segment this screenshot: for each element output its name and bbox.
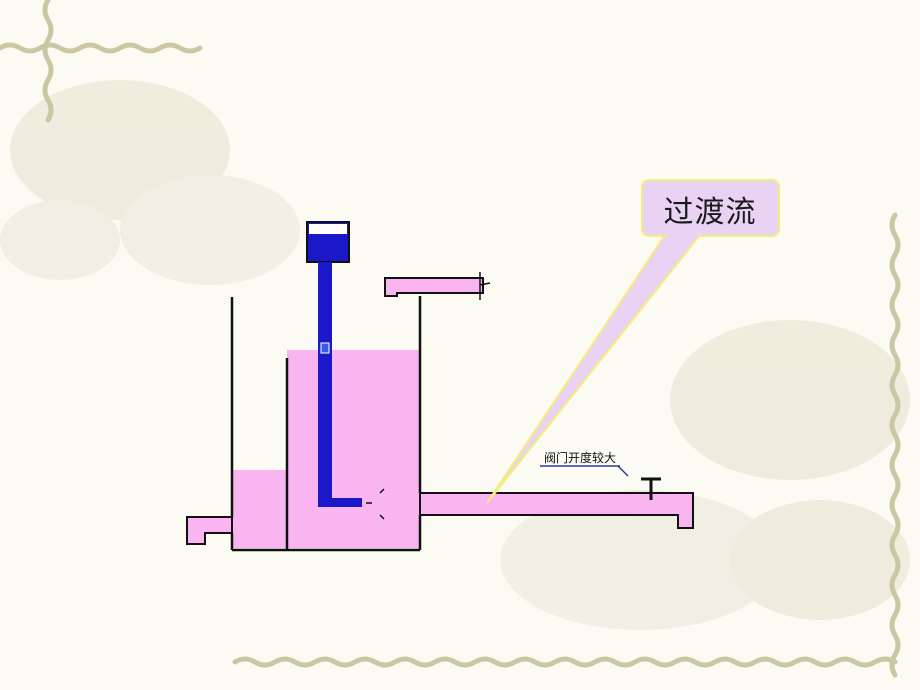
leaf-shape bbox=[730, 500, 910, 620]
leaf-shape bbox=[0, 200, 120, 280]
dye-nozzle bbox=[318, 498, 362, 507]
dye-tube bbox=[318, 262, 332, 507]
dye-tube-joint bbox=[320, 342, 330, 354]
vine-left-vertical bbox=[42, 0, 54, 123]
valve-opening-label: 阀门开度较大 bbox=[544, 451, 617, 465]
dye-stream-marks bbox=[366, 488, 385, 520]
leaf-shape bbox=[120, 175, 300, 285]
callout-label: 过渡流 bbox=[663, 195, 757, 230]
outer-tank-water bbox=[232, 470, 287, 548]
leaf-shape bbox=[670, 320, 910, 480]
vine-right-vertical bbox=[889, 212, 901, 678]
vine-bottom bbox=[232, 656, 898, 668]
callout-box bbox=[641, 179, 780, 237]
callout-pointer-mask bbox=[667, 230, 698, 238]
dye-reservoir-top bbox=[309, 224, 347, 234]
overflow-outlet-pipe bbox=[186, 516, 233, 545]
tank-walls bbox=[230, 296, 422, 552]
valve bbox=[641, 477, 661, 500]
valve-label-leader bbox=[617, 465, 629, 477]
inlet-pipe-end bbox=[479, 272, 491, 300]
leaf-shape bbox=[500, 490, 780, 630]
vine-top-left bbox=[0, 42, 203, 54]
inlet-supply-pipe bbox=[384, 277, 484, 297]
vine-border bbox=[0, 0, 901, 678]
background-decoration bbox=[0, 80, 910, 630]
main-tank-water bbox=[287, 350, 420, 548]
